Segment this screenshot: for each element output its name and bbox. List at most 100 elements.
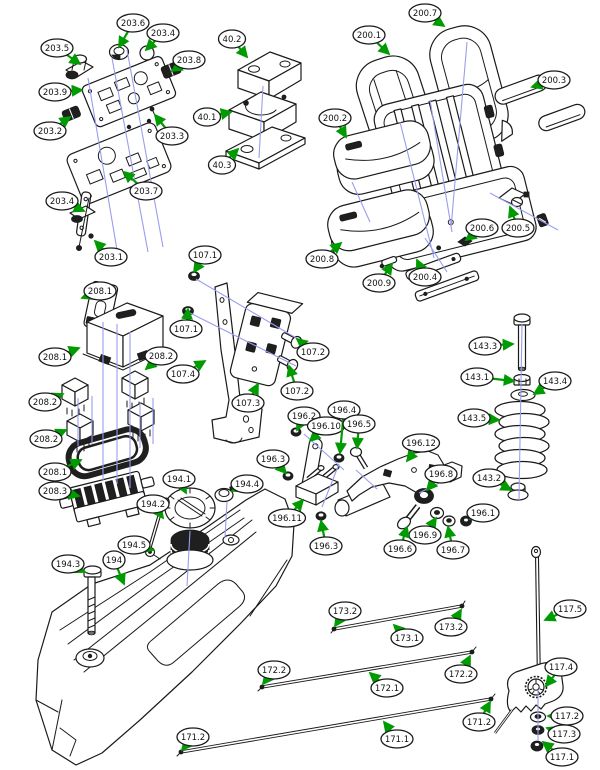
svg-text:173.2: 173.2 xyxy=(333,607,357,617)
svg-text:200.8: 200.8 xyxy=(310,255,334,265)
svg-text:200.4: 200.4 xyxy=(413,273,437,283)
svg-text:40.2: 40.2 xyxy=(223,35,242,45)
svg-text:208.3: 208.3 xyxy=(43,487,67,497)
callout-172.1: 172.1 xyxy=(368,671,404,698)
svg-text:107.2: 107.2 xyxy=(301,348,325,358)
callout-196.9: 196.9 xyxy=(408,516,442,545)
callout-196.6: 196.6 xyxy=(383,525,417,559)
svg-text:203.5: 203.5 xyxy=(45,44,69,54)
callout-200.4: 200.4 xyxy=(408,258,442,287)
callout-40.3: 40.3 xyxy=(207,147,240,175)
callout-203.5: 203.5 xyxy=(40,38,82,66)
svg-text:200.6: 200.6 xyxy=(470,224,494,234)
callout-196.1: 196.1 xyxy=(466,503,500,523)
callout-143.5: 143.5 xyxy=(457,408,501,428)
callout-200.6: 200.6 xyxy=(464,218,499,242)
svg-text:172.1: 172.1 xyxy=(375,684,399,694)
callout-194.1: 194.1 xyxy=(162,469,196,495)
spring-assembly xyxy=(494,313,550,501)
svg-text:203.4: 203.4 xyxy=(50,197,74,207)
svg-text:200.3: 200.3 xyxy=(542,76,566,86)
mount-bolt xyxy=(83,565,102,636)
svg-text:200.7: 200.7 xyxy=(413,9,437,19)
callout-200.9: 200.9 xyxy=(362,262,396,293)
callout-196.12: 196.12 xyxy=(401,433,441,463)
svg-text:200.9: 200.9 xyxy=(367,279,391,289)
tie-rod-172 xyxy=(257,646,477,692)
svg-text:194.2: 194.2 xyxy=(141,500,165,510)
electrical-cover xyxy=(82,302,168,371)
callout-107.1: 107.1 xyxy=(188,245,222,274)
panel-plate-lower xyxy=(66,122,172,205)
svg-text:208.2: 208.2 xyxy=(34,435,58,445)
svg-text:203.9: 203.9 xyxy=(43,88,67,98)
callout-143.1: 143.1 xyxy=(460,367,516,387)
callout-171.2: 171.2 xyxy=(462,700,496,732)
svg-text:208.1: 208.1 xyxy=(88,287,112,297)
callout-117.2: 117.2 xyxy=(546,706,584,726)
svg-text:196.10: 196.10 xyxy=(311,422,341,432)
mount-bracket-assembly xyxy=(182,271,304,444)
washer xyxy=(510,388,536,402)
callout-194.5: 194.5 xyxy=(117,535,155,555)
svg-text:203.8: 203.8 xyxy=(177,56,201,66)
callout-143.3: 143.3 xyxy=(468,336,515,356)
callout-196.3: 196.3 xyxy=(309,519,343,556)
callout-117.5: 117.5 xyxy=(543,599,587,622)
callout-203.6: 203.6 xyxy=(116,13,150,49)
clamp-block-assembly xyxy=(225,51,306,170)
callout-203.4: 203.4 xyxy=(45,191,86,213)
svg-text:196.3: 196.3 xyxy=(314,542,338,552)
svg-text:200.5: 200.5 xyxy=(506,224,530,234)
callout-194.4: 194.4 xyxy=(230,474,264,494)
svg-text:196.4: 196.4 xyxy=(332,406,356,416)
clamp-bottom-strap xyxy=(225,126,306,170)
svg-text:208.2: 208.2 xyxy=(33,398,57,408)
acorn-nut xyxy=(530,740,544,752)
svg-text:208.1: 208.1 xyxy=(43,468,67,478)
svg-text:107.3: 107.3 xyxy=(236,399,260,409)
svg-text:172.2: 172.2 xyxy=(449,670,473,680)
relay xyxy=(61,377,89,417)
hex-nut xyxy=(513,373,531,386)
svg-text:117.1: 117.1 xyxy=(550,753,574,763)
callout-203.1: 203.1 xyxy=(93,239,128,267)
callout-107.3: 107.3 xyxy=(231,382,265,413)
callout-40.1: 40.1 xyxy=(192,107,233,127)
svg-text:117.2: 117.2 xyxy=(555,712,579,722)
tank-body xyxy=(35,488,295,766)
svg-text:203.2: 203.2 xyxy=(38,127,62,137)
panel-plate-upper xyxy=(81,56,177,128)
svg-text:143.1: 143.1 xyxy=(465,373,489,383)
callout-107.2: 107.2 xyxy=(295,337,330,362)
svg-text:143.4: 143.4 xyxy=(543,377,567,387)
svg-text:203.4: 203.4 xyxy=(151,29,175,39)
svg-text:196.2: 196.2 xyxy=(292,412,316,422)
svg-text:117.5: 117.5 xyxy=(558,605,582,615)
callout-40.2: 40.2 xyxy=(217,29,249,59)
svg-text:107.4: 107.4 xyxy=(171,370,195,380)
callout-203.8: 203.8 xyxy=(170,50,206,72)
callout-172.2: 172.2 xyxy=(257,660,291,686)
lock-nut xyxy=(333,453,345,463)
svg-text:117.3: 117.3 xyxy=(552,730,576,740)
svg-text:194.3: 194.3 xyxy=(56,560,80,570)
svg-text:196.11: 196.11 xyxy=(272,514,302,524)
svg-text:196.1: 196.1 xyxy=(471,509,495,519)
callout-107.4: 107.4 xyxy=(166,360,207,384)
relay xyxy=(121,370,149,410)
bolt-boss xyxy=(75,648,105,668)
callout-208.1: 208.1 xyxy=(80,281,117,301)
svg-text:107.1: 107.1 xyxy=(174,325,198,335)
coil-spring xyxy=(494,400,550,480)
svg-text:196.8: 196.8 xyxy=(429,470,453,480)
flange-nut xyxy=(507,482,529,501)
svg-text:194: 194 xyxy=(106,556,122,566)
washer xyxy=(442,515,456,527)
callout-196.11: 196.11 xyxy=(267,498,307,528)
callout-173.2: 173.2 xyxy=(328,601,362,628)
svg-text:200.2: 200.2 xyxy=(323,114,347,124)
callout-196.3: 196.3 xyxy=(256,449,290,475)
